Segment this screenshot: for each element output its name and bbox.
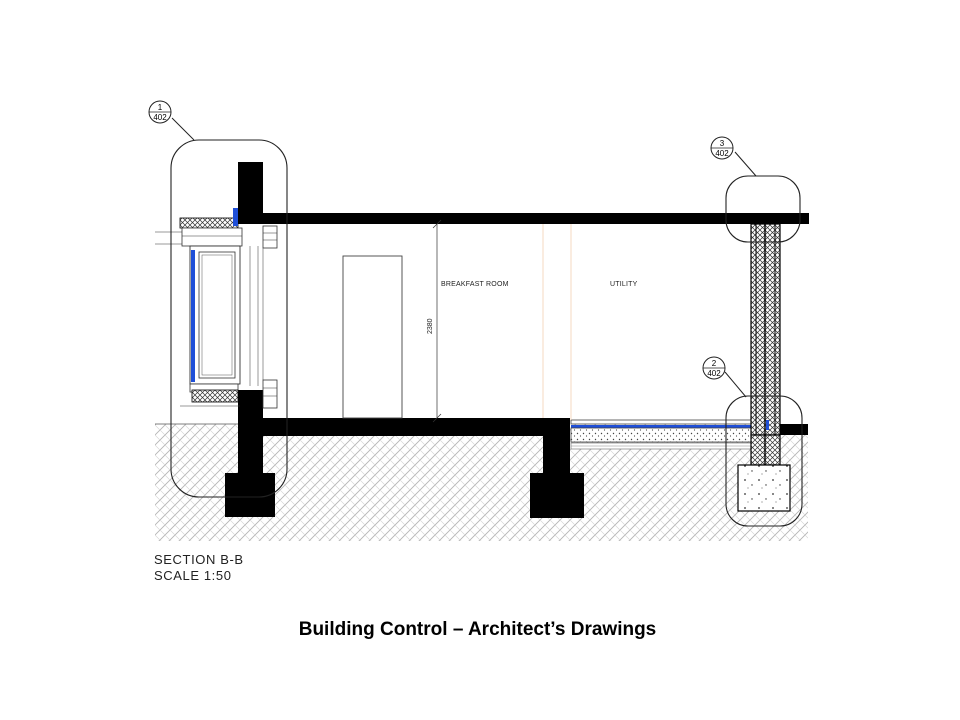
window-head-frame: [181, 227, 243, 247]
window-head: [179, 217, 239, 229]
room-label-utility: UTILITY: [610, 281, 638, 288]
roof-slab: [238, 213, 809, 224]
detail-callout-1-outline: [170, 139, 288, 498]
section-label: SECTION B-B: [154, 552, 244, 567]
middle-foundation-footing: [530, 473, 584, 518]
left-foundation-footing: [225, 473, 275, 517]
left-wall-upper: [238, 162, 263, 224]
slide-caption: Building Control – Architect’s Drawings: [298, 619, 657, 640]
floor-slab-right-end: [780, 424, 808, 435]
detail-tag-3-sheet: 402: [715, 149, 729, 158]
detail-tag-2-sheet: 402: [707, 369, 721, 378]
detail-callout-3-outline: [725, 175, 801, 243]
detail-tag-1-sheet: 402: [153, 113, 167, 122]
floor-slab: [240, 418, 570, 436]
detail-tag-2-number: 2: [712, 359, 717, 368]
left-foundation-stem: [238, 436, 263, 474]
right-foundation-footing: [737, 464, 791, 512]
utility-floor-screed: [570, 427, 752, 443]
wall-cladding: [262, 379, 278, 409]
detail-callout-2-outline: [725, 395, 803, 527]
window-sill-insulation: [191, 389, 239, 403]
detail-tag-1-number: 1: [158, 103, 163, 112]
height-dimension-text: 2380: [427, 318, 434, 334]
room-label-breakfast: BREAKFAST ROOM: [441, 281, 509, 288]
left-wall-lower: [238, 390, 263, 436]
detail-tag-3-number: 3: [720, 139, 725, 148]
utility-floor-finish: [570, 419, 752, 425]
section-title-block: SECTION B-B SCALE 1:50: [154, 552, 244, 584]
utility-floor-membrane: [571, 425, 751, 428]
window-head-membrane: [233, 208, 238, 226]
window-glazing-membrane: [191, 250, 195, 382]
window-sash: [198, 251, 236, 379]
middle-foundation-stem: [543, 436, 570, 474]
right-wall-dpc: [766, 420, 769, 430]
scale-label: SCALE 1:50: [154, 568, 232, 583]
window-reveal: [262, 225, 278, 249]
door: [342, 255, 403, 419]
